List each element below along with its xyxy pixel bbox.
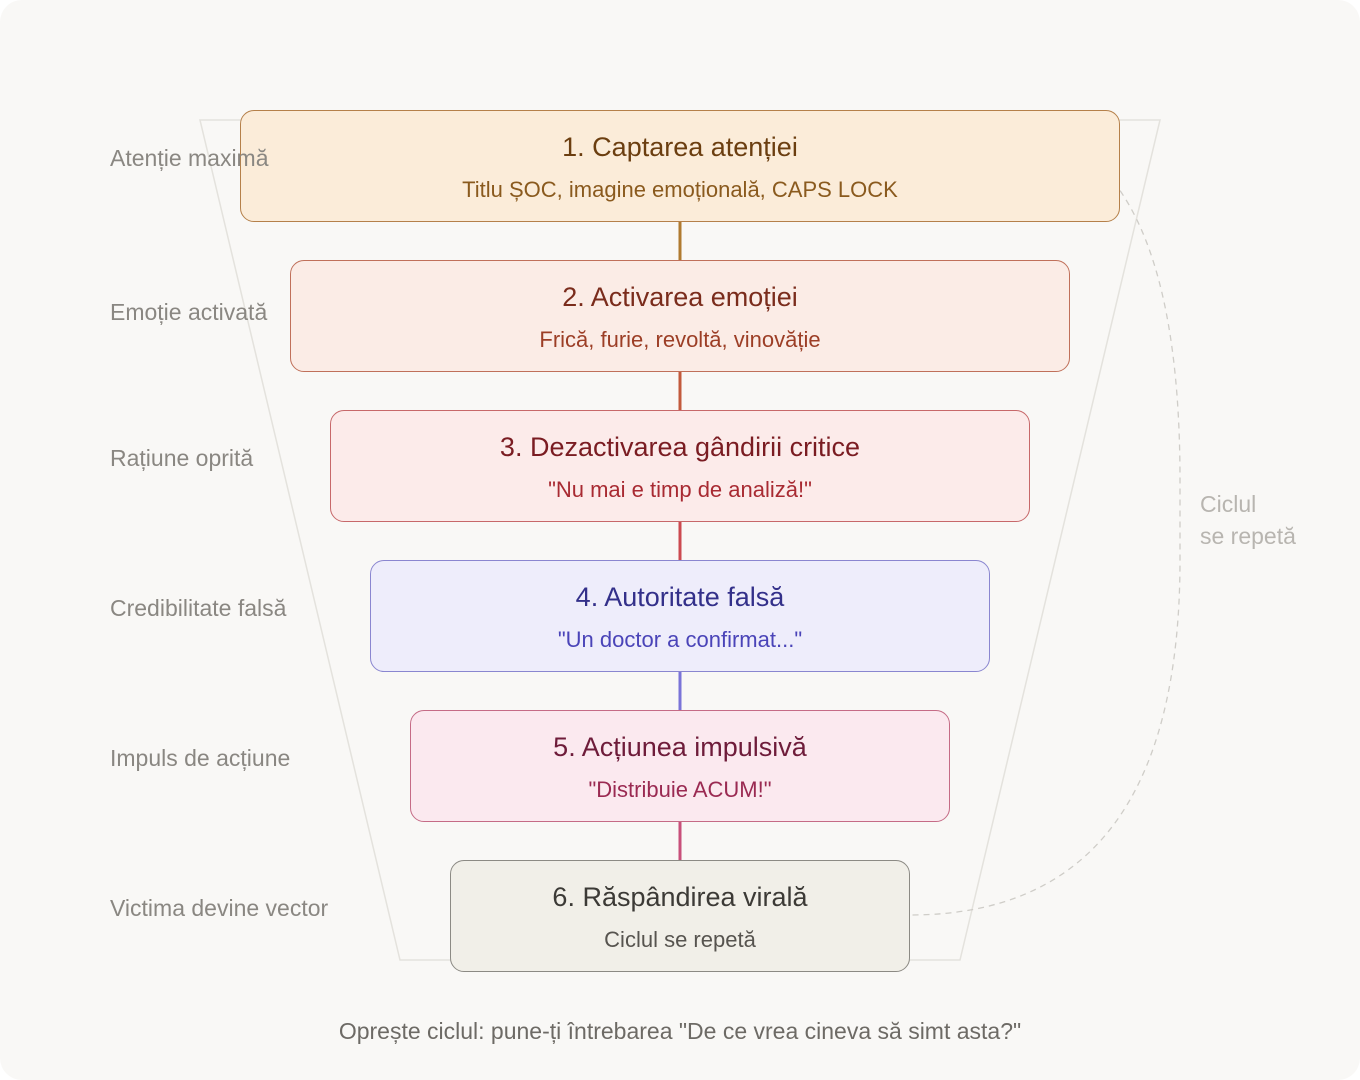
cycle-repeat-note: Ciclul se repetă xyxy=(1200,488,1296,552)
side-label-2: Emoție activată xyxy=(110,299,268,325)
stage-4-title: 4. Autoritate falsă xyxy=(575,582,785,612)
stage-3-subtitle: "Nu mai e timp de analiză!" xyxy=(548,477,812,502)
stage-1-box: 1. Captarea atenției Titlu ȘOC, imagine … xyxy=(240,110,1120,222)
side-label-3: Rațiune oprită xyxy=(110,445,254,471)
side-label-4: Credibilitate falsă xyxy=(110,595,287,621)
stage-2-subtitle: Frică, furie, revoltă, vinovăție xyxy=(539,327,821,352)
stage-2-title: 2. Activarea emoției xyxy=(562,282,798,312)
side-label-1: Atenție maximă xyxy=(110,145,269,171)
stage-2-box: 2. Activarea emoției Frică, furie, revol… xyxy=(290,260,1070,372)
stage-1-title: 1. Captarea atenției xyxy=(562,132,798,162)
cycle-note-line-2: se repetă xyxy=(1200,523,1296,549)
stage-6-subtitle: Ciclul se repetă xyxy=(604,927,756,952)
stage-1-subtitle: Titlu ȘOC, imagine emoțională, CAPS LOCK xyxy=(462,177,898,202)
footer-note: Oprește ciclul: pune-ți întrebarea "De c… xyxy=(338,1018,1022,1044)
stage-6-box: 6. Răspândirea virală Ciclul se repetă xyxy=(450,860,910,972)
stage-5-box: 5. Acțiunea impulsivă "Distribuie ACUM!" xyxy=(410,710,950,822)
stage-4-subtitle: "Un doctor a confirmat..." xyxy=(557,627,803,652)
stage-5-title: 5. Acțiunea impulsivă xyxy=(553,732,807,762)
stage-3-title: 3. Dezactivarea gândirii critice xyxy=(499,432,861,462)
stage-4-box: 4. Autoritate falsă "Un doctor a confirm… xyxy=(370,560,990,672)
stage-3-box: 3. Dezactivarea gândirii critice "Nu mai… xyxy=(330,410,1030,522)
stage-5-subtitle: "Distribuie ACUM!" xyxy=(588,777,772,802)
side-label-5: Impuls de acțiune xyxy=(110,745,291,771)
stage-6-title: 6. Răspândirea virală xyxy=(552,882,808,912)
side-label-6: Victima devine vector xyxy=(110,895,329,921)
cycle-note-line-1: Ciclul xyxy=(1200,491,1257,517)
